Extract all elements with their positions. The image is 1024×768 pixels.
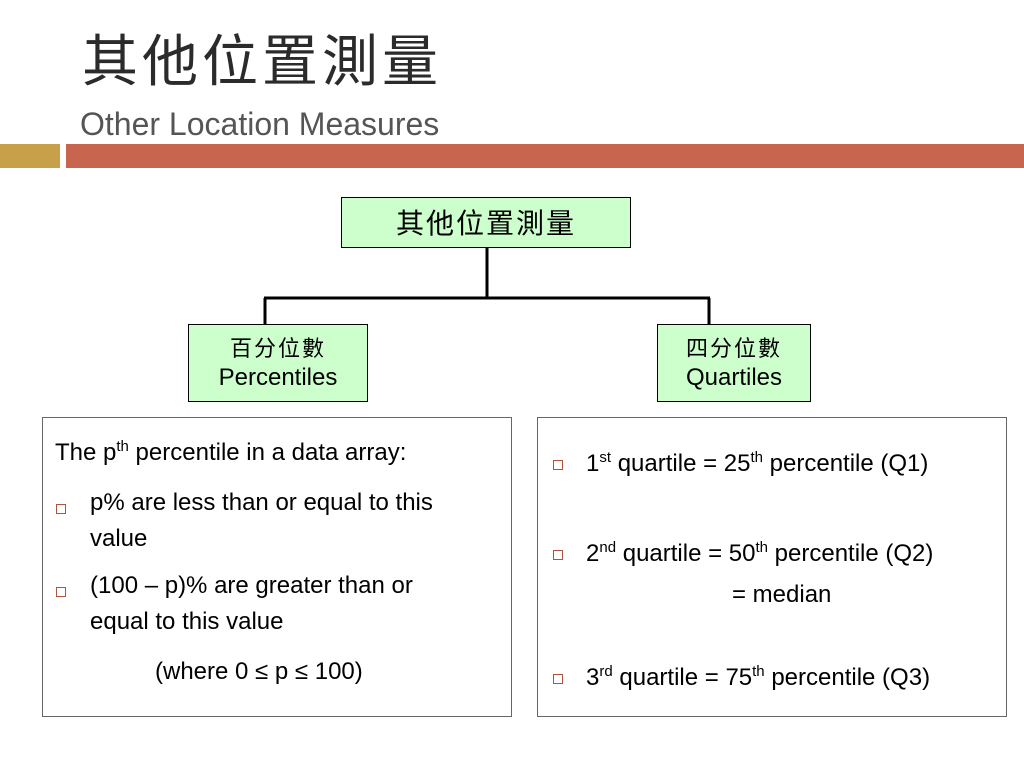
bullet-line: (100 – p)% are greater than or <box>90 572 413 599</box>
intro-text-rest: percentile in a data array: <box>128 439 407 466</box>
q-text: percentile (Q1) <box>762 450 929 477</box>
q-text: quartile = 75 <box>612 664 753 691</box>
q-text: percentile (Q3) <box>764 664 931 691</box>
bullet-greater-equal: (100 – p)% are greater than or equal to … <box>90 568 413 640</box>
square-bullet-icon <box>553 550 563 560</box>
range-note: (where 0 ≤ p ≤ 100) <box>155 658 363 685</box>
percentiles-definition-panel: The pth percentile in a data array: p% a… <box>42 417 512 717</box>
q-number: 1 <box>586 450 600 477</box>
slide-title-english: Other Location Measures <box>80 106 440 142</box>
root-node: 其他位置測量 <box>341 197 631 248</box>
percentile-intro: The pth percentile in a data array: <box>55 435 406 471</box>
accent-bar-gold <box>0 144 60 168</box>
third-quartile-line: 3rd quartile = 75th percentile (Q3) <box>586 660 930 696</box>
slide-title-chinese: 其他位置測量 <box>82 30 442 95</box>
quartiles-label-english: Quartiles <box>685 364 783 391</box>
q-text: quartile = 50 <box>616 540 756 567</box>
q-number: 3 <box>586 664 600 691</box>
intro-text: The p <box>55 439 117 466</box>
q-text: percentile (Q2) <box>768 540 934 567</box>
accent-bar-rust <box>66 144 1024 168</box>
intro-superscript: th <box>116 438 129 455</box>
bullet-line: p% are less than or equal to this <box>90 489 433 516</box>
bullet-line: equal to this value <box>90 608 284 635</box>
percentiles-label-english: Percentiles <box>218 364 338 391</box>
square-bullet-icon <box>553 674 563 684</box>
percentiles-node: 百分位數 Percentiles <box>188 324 368 402</box>
bullet-line: value <box>90 525 148 552</box>
median-note: = median <box>732 581 832 608</box>
q-superscript: th <box>752 663 765 680</box>
first-quartile-line: 1st quartile = 25th percentile (Q1) <box>586 446 928 482</box>
square-bullet-icon <box>56 587 66 597</box>
percentiles-label-chinese: 百分位數 <box>229 337 326 362</box>
q-superscript: nd <box>599 539 617 556</box>
q-superscript: th <box>755 539 768 556</box>
q-text: quartile = 25 <box>611 450 751 477</box>
second-quartile-line: 2nd quartile = 50th percentile (Q2) <box>586 536 933 572</box>
q-superscript: th <box>750 449 763 466</box>
q-number: 2 <box>586 540 600 567</box>
square-bullet-icon <box>56 504 66 514</box>
quartiles-definition-panel: 1st quartile = 25th percentile (Q1) 2nd … <box>537 417 1007 717</box>
quartiles-label-chinese: 四分位數 <box>685 337 782 362</box>
quartiles-node: 四分位數 Quartiles <box>657 324 811 402</box>
q-superscript: st <box>599 449 612 466</box>
q-superscript: rd <box>599 663 613 680</box>
square-bullet-icon <box>553 460 563 470</box>
bullet-less-equal: p% are less than or equal to this value <box>90 485 433 557</box>
